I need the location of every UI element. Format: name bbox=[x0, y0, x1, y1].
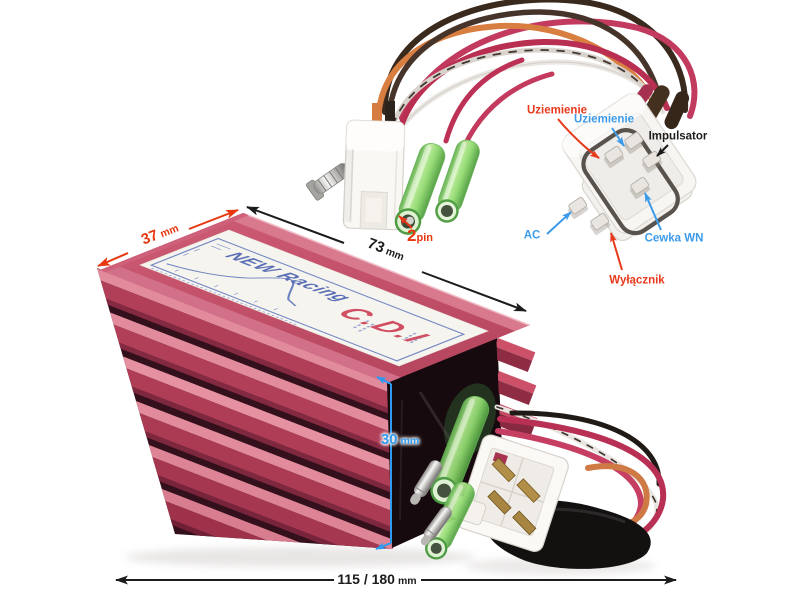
pin-label-ground-red: Uziemienie bbox=[526, 104, 588, 117]
dim-overall-value: 115 / 180 bbox=[337, 571, 395, 587]
two-pin-value: 2 bbox=[407, 226, 417, 245]
cdi-unit: NEW Racing C.D.I bbox=[97, 212, 540, 549]
green-bullet-terminals-bottom bbox=[410, 395, 490, 560]
six-pin-female-connector bbox=[561, 84, 697, 242]
pin-slots bbox=[567, 131, 663, 235]
label-frame bbox=[149, 237, 466, 362]
graph-ticks bbox=[174, 243, 279, 311]
pin-label-ac: AC bbox=[523, 229, 541, 242]
cdi-top-label bbox=[139, 229, 489, 367]
pinout-leaders bbox=[398, 118, 669, 271]
advance-curve-graph bbox=[165, 263, 297, 307]
silver-bullet-pin bbox=[420, 506, 452, 546]
dim-height-value: 30 bbox=[380, 431, 398, 448]
dim-length-arrow bbox=[246, 206, 527, 312]
pin-label-impulsator: Impulsator bbox=[648, 130, 708, 143]
dim-overall-unit: mm bbox=[397, 575, 417, 587]
ground-bolt bbox=[305, 163, 351, 201]
leader-ground-blue bbox=[611, 127, 625, 147]
two-pin-housing bbox=[342, 119, 406, 231]
green-bullet-terminals-top bbox=[394, 139, 480, 235]
silver-bullet-pin bbox=[410, 460, 443, 505]
leader-impulsator bbox=[656, 144, 669, 157]
leader-ac bbox=[546, 211, 572, 235]
brass-terminals bbox=[487, 457, 541, 536]
pin-label-wylacznik: Wyłącznik bbox=[609, 274, 665, 287]
orange-wire-stub bbox=[372, 103, 382, 125]
dimension-arrows bbox=[97, 206, 677, 585]
cdi-top-face: NEW Racing C.D.I bbox=[100, 212, 530, 383]
two-pin-label: 2pin bbox=[407, 227, 433, 245]
leader-ground-red bbox=[557, 118, 600, 159]
dim-height-arrow bbox=[375, 376, 392, 550]
two-pin-unit: pin bbox=[416, 232, 433, 244]
leader-two-pin bbox=[398, 215, 413, 229]
label-fine-print-marks bbox=[350, 320, 427, 344]
pin-label-ground-blue: Uziemienie bbox=[573, 113, 635, 126]
leader-cewka-wn bbox=[644, 192, 662, 231]
heatsink-fins bbox=[97, 268, 393, 549]
dim-height-unit: mm bbox=[400, 435, 420, 447]
leader-wylacznik bbox=[610, 232, 623, 271]
dim-width-arrow bbox=[97, 209, 239, 267]
pin-label-cewka-wn: Cewka WN bbox=[644, 232, 704, 245]
wire-bundle-top bbox=[375, 0, 698, 150]
wire-boot bbox=[664, 91, 690, 130]
two-pin-connector bbox=[305, 101, 480, 235]
black-wire-stub bbox=[385, 101, 395, 125]
